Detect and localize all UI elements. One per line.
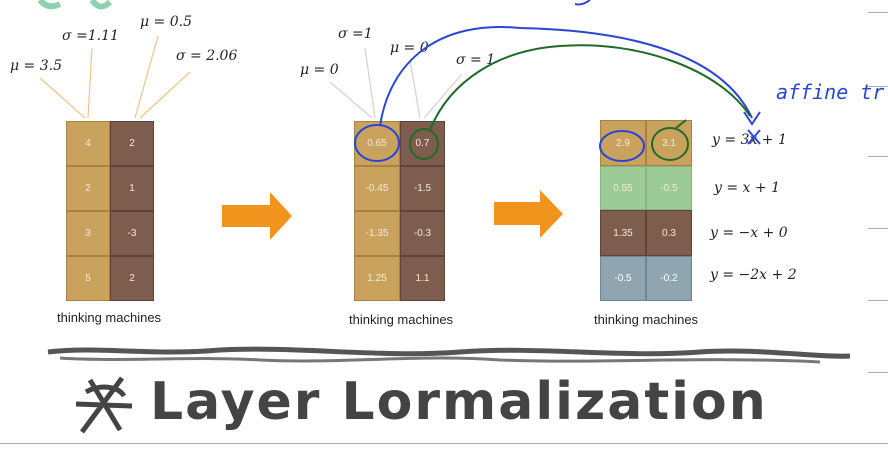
arrow-head-icon [743, 111, 761, 126]
notebook-rule [868, 300, 888, 301]
handwritten-title: Layer Lormalization [150, 372, 768, 432]
blue-ink-scribble [574, 0, 591, 6]
notebook-rule [868, 12, 888, 13]
blue-circle-icon [354, 124, 400, 162]
arrow-right-icon [494, 190, 563, 238]
affine-equation: y = x + 1 [714, 180, 780, 196]
matrix-cell: -0.2 [646, 256, 692, 301]
affine-equation: y = 3x + 1 [712, 132, 787, 148]
matrix-cell: 0.55 [600, 166, 646, 210]
blue-arc-arrow [379, 26, 753, 127]
green-circle-icon [651, 127, 689, 161]
wavy-underline [47, 346, 851, 359]
watermark-caption: thinking machines [57, 310, 162, 325]
notebook-rule [0, 443, 888, 444]
matrix-cell: -1.5 [400, 166, 445, 211]
green-check-mark [675, 119, 687, 129]
affine-equation: y = −2x + 2 [710, 267, 797, 283]
matrix-cell: -0.5 [646, 166, 692, 210]
watermark-caption: thinking machines [349, 312, 454, 327]
blue-x-mark [747, 129, 761, 145]
matrix-cell: 2 [66, 166, 110, 211]
blue-circle-icon [599, 130, 645, 162]
arrow-right-icon [222, 192, 292, 240]
std-label: σ = 2.06 [176, 48, 238, 64]
notebook-rule [868, 228, 888, 229]
matrix-cell: 2 [110, 256, 154, 301]
matrix-cell: 1.35 [600, 210, 646, 256]
mean-label: μ = 0 [300, 62, 339, 78]
green-arc-arrow [429, 44, 751, 131]
matrix-cell: -0.45 [354, 166, 400, 211]
green-ink-scribble [37, 0, 113, 10]
notebook-rule [868, 86, 888, 87]
watermark-caption: thinking machines [594, 312, 699, 327]
mean-label: μ = 0.5 [140, 14, 192, 30]
matrix-cell: 1.1 [400, 256, 445, 301]
std-label: σ =1 [338, 26, 373, 42]
affine-note: affine tr [776, 80, 885, 104]
matrix-cell: 0.65 [354, 121, 400, 166]
notebook-rule [868, 372, 888, 373]
matrix-cell: 4 [66, 121, 110, 166]
matrix-cell: -0.3 [400, 211, 445, 256]
std-label: σ =1.11 [62, 28, 119, 44]
matrix-cell: 5 [66, 256, 110, 301]
std-label: σ = 1 [456, 52, 496, 68]
mean-label: μ = 3.5 [10, 58, 62, 74]
star-icon [75, 376, 133, 434]
matrix-cell: 1.25 [354, 256, 400, 301]
green-circle-icon [409, 128, 439, 160]
affine-equation: y = −x + 0 [710, 225, 788, 241]
matrix-cell: -1.35 [354, 211, 400, 256]
matrix-cell: 2 [110, 121, 154, 166]
matrix-cell: 3 [66, 211, 110, 256]
matrix-cell: -0.5 [600, 256, 646, 301]
matrix-cell: 0.3 [646, 210, 692, 256]
matrix-cell: -3 [110, 211, 154, 256]
matrix-cell: 1 [110, 166, 154, 211]
notebook-rule [868, 156, 888, 157]
